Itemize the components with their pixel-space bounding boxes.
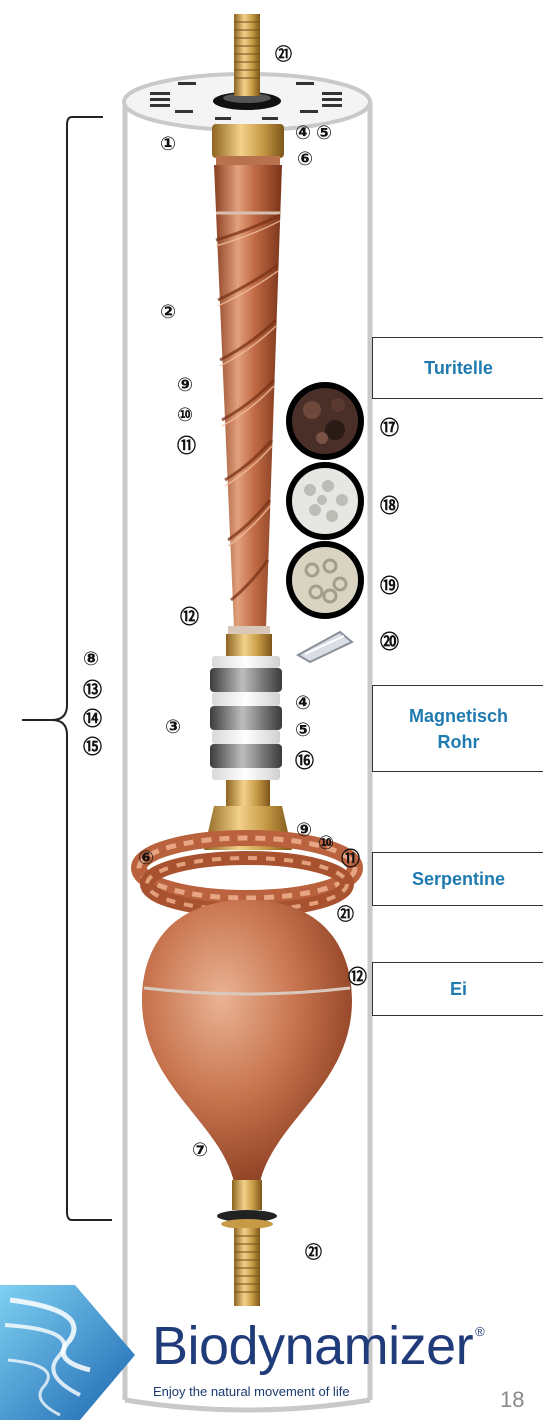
callout-14: ⑭ [83,710,102,729]
callout-10-top: ⑩ [177,406,193,425]
label-ei: Ei [372,962,543,1016]
label-magnetisch-line1: Magnetisch [409,703,508,729]
callout-6-top: ⑥ [297,150,313,169]
egg-vessel [142,900,352,1182]
bottom-fitting [217,1180,277,1306]
callout-1: ① [160,135,176,154]
callout-4-mid: ④ [295,694,311,713]
page-number: 18 [500,1387,524,1413]
top-thread-rod [234,14,260,96]
callout-17: ⑰ [380,419,399,438]
callout-3: ③ [165,718,181,737]
callout-5-mid: ⑤ [295,721,311,740]
label-ei-text: Ei [450,976,467,1002]
turitelle-cone [214,165,282,628]
callout-21-mid: ㉑ [337,907,354,924]
callout-9-top: ⑨ [177,376,193,395]
mineral-ceramic-rings [289,544,361,616]
callout-4-top: ④ [295,124,311,143]
label-magnetisch-rohr: Magnetisch Rohr [372,685,543,772]
callout-5-top: ⑤ [316,124,332,143]
callout-20: ⑳ [380,633,399,652]
brand-name: Biodynamizer [152,1316,473,1376]
callout-9-mid: ⑨ [296,821,312,840]
callout-13: ⑬ [83,681,102,700]
label-serpentine: Serpentine [372,852,543,906]
label-turitelle-text: Turitelle [424,355,493,381]
mineral-white-pellets [289,465,361,537]
callout-12-top: ⑫ [180,608,199,627]
callout-19: ⑲ [380,577,399,596]
callout-16: ⑯ [295,752,314,771]
label-magnetisch-line2: Rohr [438,729,480,755]
registered-mark: ® [475,1324,484,1339]
mineral-lava-rock [289,385,361,457]
callout-21-top: ㉑ [275,47,292,64]
callout-12-mid: ⑫ [348,968,367,987]
biodynamizer-logo-icon [0,1285,135,1420]
callout-8: ⑧ [83,650,99,669]
label-turitelle: Turitelle [372,337,543,399]
callout-10-mid: ⑩ [318,834,334,853]
callout-11-top: ⑪ [177,437,196,456]
callout-7: ⑦ [192,1141,208,1160]
callout-6-mid: ⑥ [138,849,154,868]
callout-21-bottom: ㉑ [305,1245,322,1262]
top-brass-cap [212,124,284,166]
brand-wordmark: Biodynamizer® [152,1319,484,1373]
callout-11-mid: ⑪ [341,850,360,869]
callout-15: ⑮ [83,738,102,757]
brass-coupler [226,626,272,656]
callout-18: ⑱ [380,497,399,516]
callout-2: ② [160,303,176,322]
crystal-rod [298,632,352,662]
magnetic-tube [210,656,282,780]
brand-tagline: Enjoy the natural movement of life [153,1384,350,1399]
label-serpentine-text: Serpentine [412,866,505,892]
